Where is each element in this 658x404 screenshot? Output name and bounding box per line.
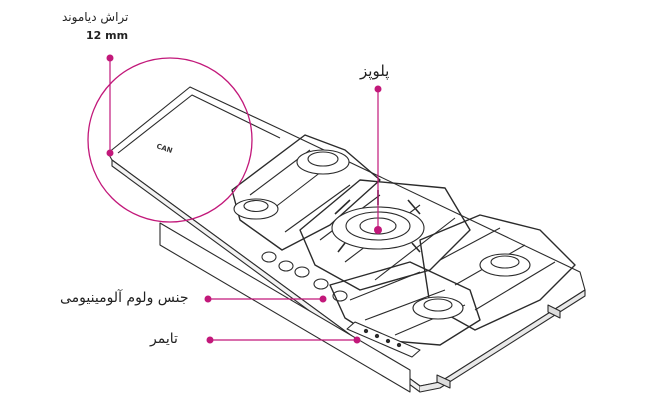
dot-burner-top <box>374 85 382 93</box>
dot-diamond-top <box>106 54 114 62</box>
dot-diamond-end <box>106 149 114 157</box>
dot-knob-end <box>319 295 327 303</box>
dot-burner-end <box>374 226 382 234</box>
burner-right <box>479 253 531 277</box>
cooktop-body <box>159 222 411 393</box>
burner-front <box>412 296 464 320</box>
grate-front <box>329 261 481 346</box>
grate-center <box>299 179 471 291</box>
callout-diamond-title: تراش دیاموند <box>62 10 129 24</box>
dot-timer-start <box>206 336 214 344</box>
control-knobs <box>261 251 348 302</box>
dot-knob-start <box>204 295 212 303</box>
dot-timer-end <box>353 336 361 344</box>
callout-knob-label: جنس ولوم آلومینیومی <box>60 290 189 306</box>
foot-left <box>436 374 451 389</box>
zoom-circle <box>87 57 253 223</box>
grate-left <box>231 134 381 251</box>
burner-rear-left <box>296 149 350 175</box>
callout-timer-label: تایمر <box>150 331 178 347</box>
burner-left <box>233 198 279 220</box>
callout-burner-label: پلوپز <box>360 62 390 80</box>
timer-panel <box>346 321 421 358</box>
foot-right <box>547 304 561 319</box>
callout-diamond-value: 12 mm <box>86 29 129 42</box>
